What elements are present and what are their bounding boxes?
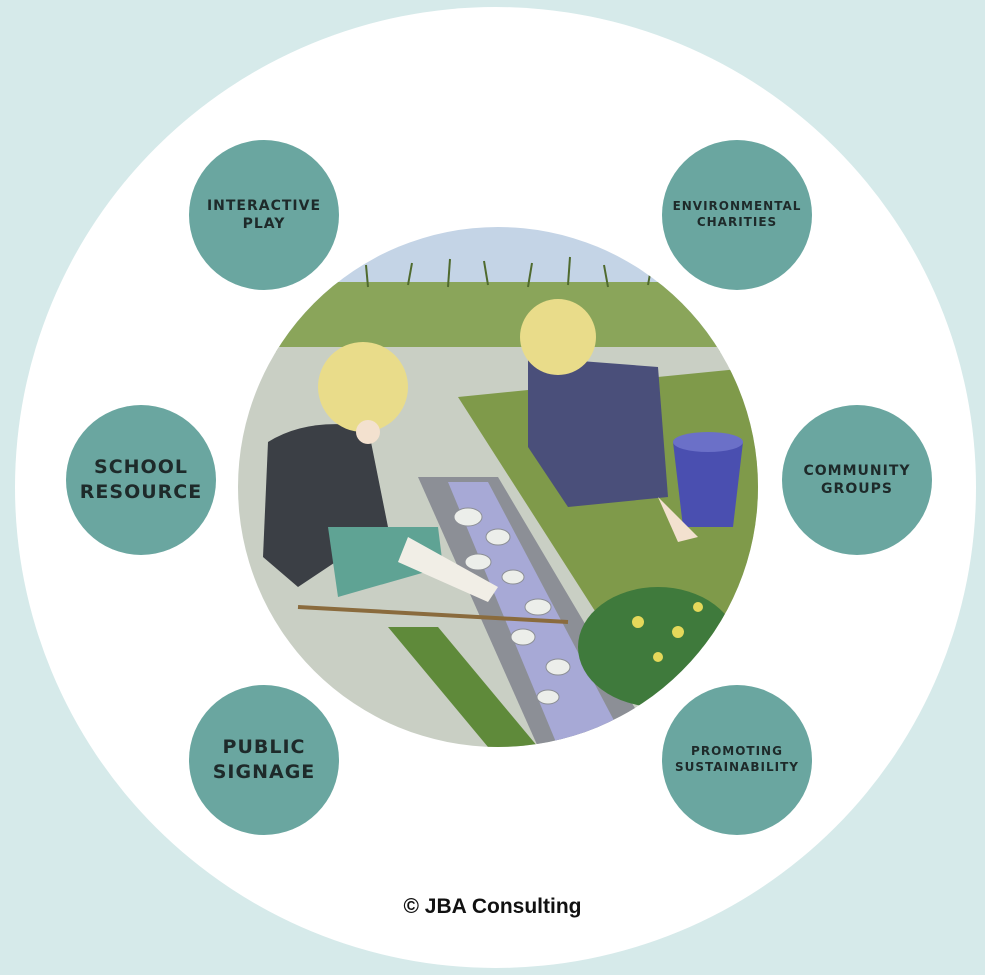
- copyright-credit: © JBA Consulting: [403, 895, 582, 918]
- bubble-interactive-play: INTERACTIVE PLAY: [189, 140, 339, 290]
- rain-garden-illustration: [238, 227, 758, 747]
- bubble-label-line2: GROUPS: [821, 481, 893, 497]
- grass-strip: [388, 627, 538, 747]
- illustration-svg: [238, 227, 758, 747]
- bubble-label-line1: PUBLIC: [222, 736, 306, 759]
- child-kneeling: [520, 299, 698, 542]
- bubble-label-line1: PROMOTING: [691, 744, 783, 759]
- flowers: [632, 602, 703, 662]
- bubble-school-resource: SCHOOL RESOURCE: [66, 405, 216, 555]
- bubble-label-line1: INTERACTIVE: [206, 197, 322, 214]
- bubble-environmental-charities: ENVIRONMENTAL CHARITIES: [662, 140, 812, 290]
- bubble-label-line2: CHARITIES: [696, 215, 778, 229]
- bubble-label-line2: SUSTAINABILITY: [675, 760, 799, 774]
- bubble-label-line2: RESOURCE: [79, 481, 203, 503]
- stones: [453, 507, 571, 705]
- bubble-community-groups: COMMUNITY GROUPS: [782, 405, 932, 555]
- bucket-rim: [673, 432, 743, 452]
- bubble-label-line2: SIGNAGE: [212, 761, 316, 783]
- bubble-label-line1: SCHOOL: [94, 456, 188, 479]
- bubble-label-line1: COMMUNITY: [803, 462, 911, 479]
- bubble-promoting-sustainability: PROMOTING SUSTAINABILITY: [662, 685, 812, 835]
- bubble-label-line1: ENVIRONMENTAL: [672, 199, 802, 214]
- hedge: [238, 282, 758, 352]
- bubble-label-line2: PLAY: [242, 216, 286, 232]
- child-sitting: [263, 342, 569, 624]
- bubble-public-signage: PUBLIC SIGNAGE: [189, 685, 339, 835]
- bucket: [673, 442, 743, 527]
